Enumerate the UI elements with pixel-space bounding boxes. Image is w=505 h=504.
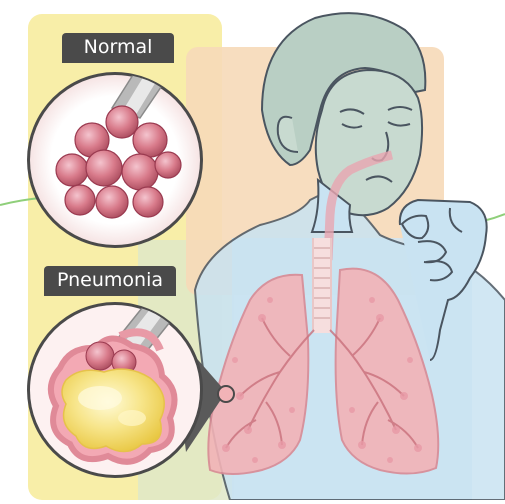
pneumonia-label: Pneumonia — [44, 266, 176, 296]
callout-target — [218, 386, 234, 402]
fluid-fill — [62, 369, 164, 451]
normal-label: Normal — [62, 33, 174, 63]
